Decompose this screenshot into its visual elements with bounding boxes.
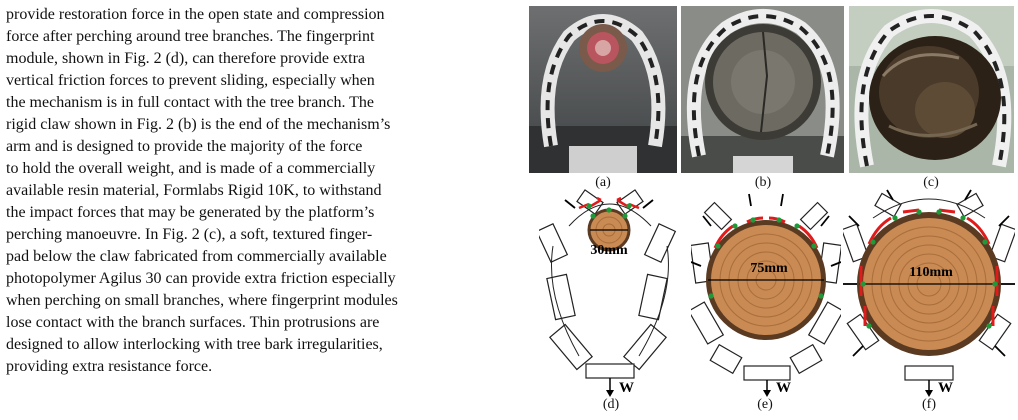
diagram-f: W 110mm <box>843 189 1015 397</box>
text-line: lose contact with the branch surfaces. T… <box>6 314 380 331</box>
text-line: providing extra resistance force. <box>6 358 213 375</box>
text-line: available resin material, Formlabs Rigid… <box>6 182 382 199</box>
diameter-label-f: 110mm <box>909 265 953 280</box>
text-line: the mechanism is in full contact with th… <box>6 94 375 111</box>
weight-label-d: W <box>619 380 634 396</box>
label-e: (e) <box>757 397 773 412</box>
label-f: (f) <box>922 397 936 412</box>
body-text-column: provide restoration force in the open st… <box>6 4 506 378</box>
text-line: provide restoration force in the open st… <box>6 6 385 23</box>
text-line: vertical friction forces to prevent slid… <box>6 72 375 89</box>
text-line: designed to allow interlocking with tree… <box>6 336 383 353</box>
photo-a-small-branch <box>529 6 677 173</box>
weight-label-f: W <box>938 380 953 396</box>
text-line: when perching on small branches, where f… <box>6 292 398 309</box>
photo-b-medium-branch <box>681 6 844 173</box>
diagram-d: W 30mm <box>539 189 677 397</box>
diagram-e: W 75mm <box>691 193 841 397</box>
text-line: force after perching around tree branche… <box>6 28 375 45</box>
label-d: (d) <box>602 397 620 412</box>
text-line: arm and is designed to provide the major… <box>6 138 363 155</box>
label-a: (a) <box>595 175 611 190</box>
weight-label-e: W <box>776 380 791 396</box>
text-line: rigid claw shown in Fig. 2 (b) is the en… <box>6 116 391 133</box>
photo-c-large-branch <box>849 6 1014 173</box>
figure-2: (a) (b) (c) <box>515 0 1018 420</box>
text-line: to hold the overall weight, and is made … <box>6 160 376 177</box>
label-c: (c) <box>923 175 939 190</box>
text-line: pad below the claw fabricated from comme… <box>6 248 387 265</box>
text-line: the impact forces that may be generated … <box>6 204 375 221</box>
diameter-label-e: 75mm <box>750 261 788 276</box>
diameter-label-d: 30mm <box>590 243 628 258</box>
text-line: photopolymer Agilus 30 can provide extra… <box>6 270 396 287</box>
text-line: perching manoeuvre. In Fig. 2 (c), a sof… <box>6 226 373 243</box>
text-line: module, shown in Fig. 2 (d), can therefo… <box>6 50 366 67</box>
label-b: (b) <box>754 175 772 190</box>
